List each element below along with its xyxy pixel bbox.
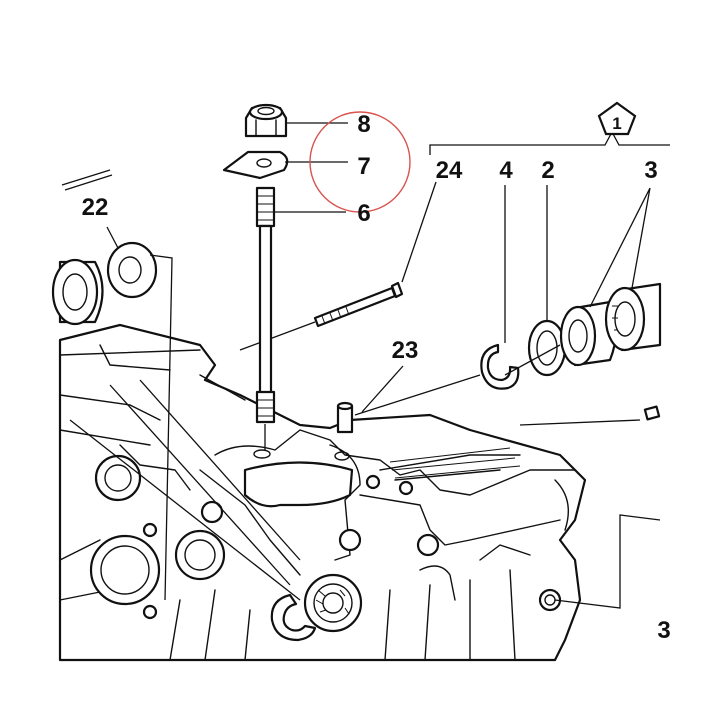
part-3-bearings bbox=[559, 282, 662, 367]
part-label-3-cut: 3 bbox=[657, 617, 670, 644]
part-label-4: 4 bbox=[499, 157, 513, 184]
engine-crankcase bbox=[58, 323, 587, 662]
part-label-6: 6 bbox=[357, 200, 370, 227]
alignment-lines bbox=[69, 254, 661, 609]
part-label-23: 23 bbox=[392, 337, 419, 364]
part-2-ring bbox=[527, 319, 567, 377]
group-badge-label: 1 bbox=[612, 114, 621, 133]
part-7-plate-washer bbox=[222, 150, 289, 180]
part-label-24: 24 bbox=[436, 157, 463, 184]
part-label-22: 22 bbox=[82, 194, 109, 221]
small-stud-right bbox=[643, 405, 661, 421]
part-8-nut bbox=[244, 103, 288, 138]
part-label-8: 8 bbox=[357, 111, 370, 138]
bearing-bottom bbox=[303, 573, 363, 633]
part-label-7: 7 bbox=[357, 153, 370, 180]
leader-lines bbox=[275, 122, 670, 413]
part-22-washer-group bbox=[51, 169, 158, 326]
part-6-stud bbox=[255, 186, 276, 450]
part-24-bolt bbox=[313, 281, 404, 328]
group-badge-pentagon: 1 bbox=[597, 101, 637, 136]
highlight-circle bbox=[309, 111, 411, 213]
part-23-dowel-pin bbox=[336, 401, 354, 434]
washer-22 bbox=[106, 241, 158, 299]
circlip-bottom bbox=[270, 593, 317, 642]
part-label-3: 3 bbox=[644, 157, 657, 184]
part-label-2: 2 bbox=[541, 157, 554, 184]
shaft-axis-line bbox=[504, 344, 561, 376]
part-4-circlip bbox=[480, 343, 520, 390]
bearing-left bbox=[51, 258, 104, 326]
